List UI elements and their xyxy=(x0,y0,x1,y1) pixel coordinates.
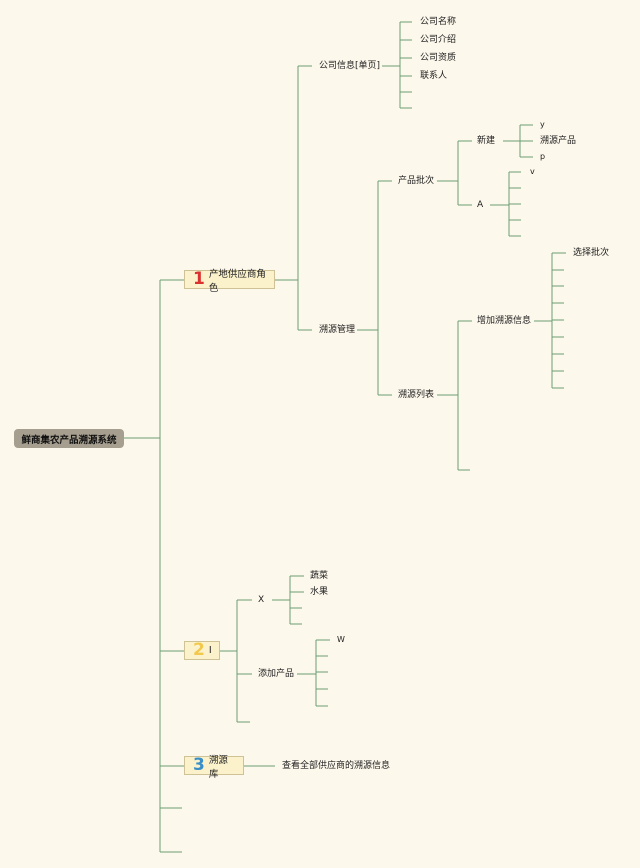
node-new[interactable]: 新建 xyxy=(477,136,496,146)
node-company-qualification[interactable]: 公司资质 xyxy=(420,53,457,63)
node-trace-management[interactable]: 溯源管理 xyxy=(319,325,356,335)
branch-supplier-role[interactable]: 1 产地供应商角色 xyxy=(184,269,275,294)
root-node[interactable]: 鲜商集农产品溯源系统 xyxy=(14,429,124,448)
branch-trace-library[interactable]: 3 溯源库 xyxy=(184,755,244,780)
node-company-name[interactable]: 公司名称 xyxy=(420,17,457,27)
branch-2[interactable]: 2 I xyxy=(184,641,220,660)
node-add-trace-info[interactable]: 增加溯源信息 xyxy=(477,316,532,326)
node-v[interactable]: v xyxy=(530,167,535,176)
branch-label: I xyxy=(208,645,212,656)
node-x[interactable]: X xyxy=(258,595,265,605)
node-p[interactable]: p xyxy=(540,152,546,161)
node-add-product[interactable]: 添加产品 xyxy=(258,669,295,679)
node-view-all-trace-info[interactable]: 查看全部供应商的溯源信息 xyxy=(282,761,391,771)
branch-label: 溯源库 xyxy=(208,754,228,780)
node-contact[interactable]: 联系人 xyxy=(420,71,448,81)
node-product-batch[interactable]: 产品批次 xyxy=(398,176,435,186)
node-select-batch[interactable]: 选择批次 xyxy=(573,248,610,258)
branch-label: 产地供应商角色 xyxy=(208,268,266,294)
node-company-info[interactable]: 公司信息[单页] xyxy=(319,61,381,71)
node-fruit[interactable]: 水果 xyxy=(310,587,329,597)
node-company-intro[interactable]: 公司介绍 xyxy=(420,35,457,45)
number-1-badge: 1 xyxy=(193,269,205,289)
node-a[interactable]: A xyxy=(477,200,484,210)
node-vegetables[interactable]: 蔬菜 xyxy=(310,571,329,581)
number-3-badge: 3 xyxy=(193,755,205,775)
node-trace-list[interactable]: 溯源列表 xyxy=(398,390,435,400)
node-w[interactable]: W xyxy=(337,635,345,644)
node-y[interactable]: y xyxy=(540,120,545,129)
node-trace-product[interactable]: 溯源产品 xyxy=(540,136,577,146)
number-2-badge: 2 xyxy=(193,640,205,660)
